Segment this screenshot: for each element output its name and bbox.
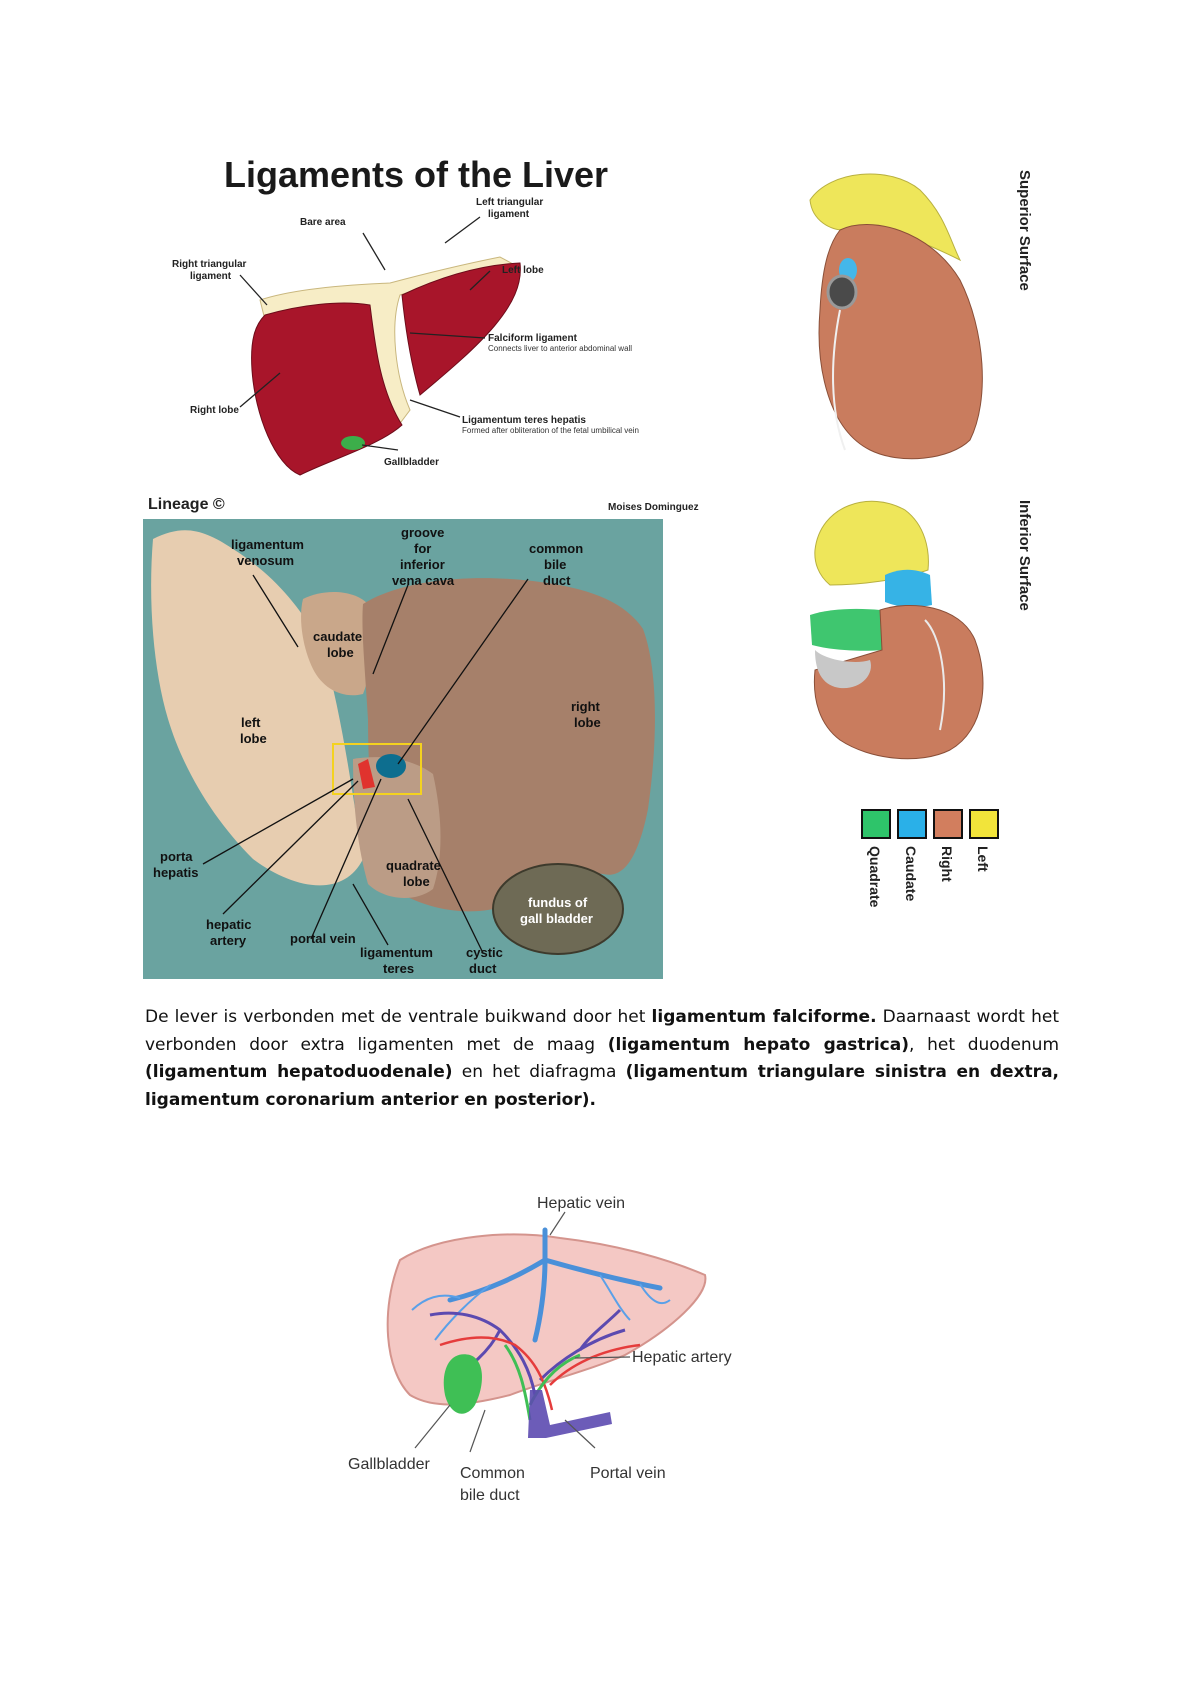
- vessels-label-gallbladder: Gallbladder: [348, 1456, 431, 1473]
- photo-label-lig-venosum-1: ligamentum: [231, 537, 304, 552]
- vessels-label-cbd-1: Common: [460, 1465, 525, 1482]
- paragraph-term: (ligamentum hepatoduodenale): [145, 1062, 453, 1082]
- photo-label-cystic-1: cystic: [466, 945, 503, 960]
- vessels-label-hepatic-vein: Hepatic vein: [537, 1195, 625, 1212]
- photo-label-lig-teres-2: teres: [383, 961, 414, 976]
- label-right-triangular-1: Right triangular: [172, 259, 247, 270]
- paragraph-term: ligamentum falciforme.: [651, 1007, 877, 1027]
- photo-label-groove-2: for: [414, 541, 431, 556]
- photo-caudate-lobe: [301, 592, 374, 696]
- label-falciform-sub: Connects liver to anterior abdominal wal…: [488, 344, 632, 353]
- legend-label-caudate: Caudate: [903, 846, 919, 901]
- image-credit: Moises Dominguez: [608, 502, 699, 513]
- porta-box: [332, 743, 422, 795]
- paragraph-text: , het duodenum: [909, 1034, 1060, 1055]
- paragraph-text: Daarnaast wordt het verbonden door extra…: [145, 1007, 1060, 1055]
- liver-vessels-diagram: Hepatic vein Hepatic artery Gallbladder …: [348, 1195, 732, 1504]
- photo-label-hepatic-artery-1: hepatic: [206, 917, 252, 932]
- label-falciform: Falciform ligament: [488, 333, 578, 344]
- photo-label-porta-1: porta: [160, 849, 193, 864]
- ligaments-title: Ligaments of the Liver: [224, 154, 608, 195]
- lineage-logo: Lineage ©: [148, 496, 225, 513]
- liver-photo: ligamentum venosum groove for inferior v…: [143, 519, 663, 979]
- legend-label-left: Left: [975, 846, 991, 872]
- inferior-surface-label: Inferior Surface: [1016, 500, 1033, 611]
- inferior-surface-illustration: [810, 500, 984, 760]
- photo-label-fundus-1: fundus of: [528, 895, 588, 910]
- photo-label-lig-teres-1: ligamentum: [360, 945, 433, 960]
- photo-label-cbd-3: duct: [543, 573, 571, 588]
- photo-label-porta-2: hepatis: [153, 865, 199, 880]
- photo-label-cystic-2: duct: [469, 961, 497, 976]
- left-lobe-shape: [401, 262, 521, 396]
- label-teres: Ligamentum teres hepatis: [462, 415, 586, 426]
- legend-swatch-left: [969, 809, 999, 839]
- surface-legend: Quadrate Caudate Right Left: [861, 809, 999, 908]
- label-right-triangular-2: ligament: [190, 271, 232, 282]
- photo-vein: [376, 754, 406, 778]
- photo-label-caudate-2: lobe: [327, 645, 354, 660]
- photo-label-portal-vein: portal vein: [290, 931, 356, 946]
- photo-label-quadrate-2: lobe: [403, 874, 430, 889]
- photo-label-right-1: right: [571, 699, 601, 714]
- photo-label-cbd-1: common: [529, 541, 583, 556]
- photo-label-left-2: lobe: [240, 731, 267, 746]
- vessels-gallbladder: [443, 1354, 482, 1414]
- paragraph-text: en het diafragma: [452, 1062, 626, 1082]
- photo-label-lig-venosum-2: venosum: [237, 553, 294, 568]
- photo-label-groove-1: groove: [401, 525, 444, 540]
- photo-label-fundus-2: gall bladder: [520, 911, 593, 926]
- paragraph-text: De lever is verbonden met de ventrale bu…: [145, 1007, 652, 1027]
- liver-surfaces-diagram: Superior Surface Inferior Surface Quadra…: [809, 170, 1033, 908]
- body-paragraph: De lever is verbonden met de ventrale bu…: [145, 1004, 1059, 1114]
- legend-label-quadrate: Quadrate: [867, 846, 883, 908]
- photo-label-quadrate-1: quadrate: [386, 858, 441, 873]
- superior-surface-illustration: [809, 173, 983, 460]
- label-right-lobe: Right lobe: [190, 405, 239, 416]
- label-left-triangular-2: ligament: [488, 209, 530, 220]
- legend-label-right: Right: [939, 846, 955, 882]
- photo-left-lobe: [151, 530, 363, 886]
- vessels-label-cbd-2: bile duct: [460, 1487, 520, 1504]
- legend-swatch-quadrate: [861, 809, 891, 839]
- vessels-label-portal-vein: Portal vein: [590, 1465, 666, 1482]
- label-left-lobe: Left lobe: [502, 265, 544, 276]
- superior-surface-label: Superior Surface: [1016, 170, 1033, 291]
- ligaments-diagram: Ligaments of the Liver Bare area Left tr…: [172, 154, 639, 476]
- photo-artery: [358, 759, 375, 789]
- photo-label-right-2: lobe: [574, 715, 601, 730]
- photo-label-caudate-1: caudate: [313, 629, 362, 644]
- photo-label-cbd-2: bile: [544, 557, 566, 572]
- label-teres-sub: Formed after obliteration of the fetal u…: [462, 426, 639, 435]
- paragraph-term: (ligamentum hepato gastrica): [607, 1034, 909, 1055]
- gallbladder-shape: [341, 436, 365, 450]
- label-gallbladder: Gallbladder: [384, 457, 439, 468]
- right-lobe-shape: [251, 302, 403, 476]
- legend-swatch-caudate: [897, 809, 927, 839]
- photo-label-groove-4: vena cava: [392, 573, 455, 588]
- photo-gallbladder: [492, 863, 624, 955]
- photo-label-left-1: left: [241, 715, 261, 730]
- label-left-triangular-1: Left triangular: [476, 197, 543, 208]
- legend-swatch-right: [933, 809, 963, 839]
- vessels-label-hepatic-artery: Hepatic artery: [632, 1349, 732, 1366]
- photo-label-hepatic-artery-2: artery: [210, 933, 247, 948]
- paragraph-term: (ligamentum triangulare sinistra en dext…: [145, 1062, 1059, 1110]
- label-bare-area: Bare area: [300, 217, 346, 228]
- photo-label-groove-3: inferior: [400, 557, 445, 572]
